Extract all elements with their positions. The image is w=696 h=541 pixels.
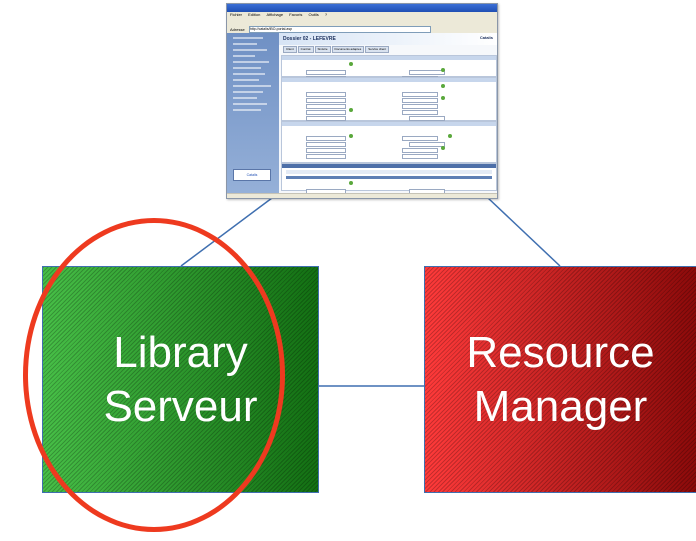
form-section-contact	[281, 77, 497, 121]
menu-item-favorites: Favoris	[289, 12, 303, 17]
address-field: http://catalis/IBO-portal.asp	[248, 26, 431, 34]
library-serveur-label: Library Serveur	[103, 327, 258, 431]
menu-item-tools: Outils	[308, 12, 319, 17]
address-label: Adresse	[230, 27, 245, 32]
library-serveur-box: Library Serveur	[42, 266, 319, 493]
menu-item-file: Fichier	[230, 12, 243, 17]
app-sidebar: Catalis	[227, 33, 279, 193]
application-screenshot: Catalis - Edition du client - Microsoft …	[226, 3, 498, 199]
tab-service: Service client	[365, 46, 390, 53]
resource-manager-box: Resource Manager	[424, 266, 696, 493]
connector-screenshot-to-library	[180, 197, 273, 267]
tab-contract: Contrat	[297, 46, 314, 53]
sidebar-logo: Catalis	[233, 169, 271, 181]
menu-item-view: Affichage	[266, 12, 284, 17]
tab-claim: Sinistre	[314, 46, 331, 53]
document-title: Dossier 02 - LEFEVRE	[279, 33, 497, 45]
menu-item-help: ?	[324, 12, 328, 17]
tab-client: Client	[283, 46, 297, 53]
form-section-details	[281, 121, 497, 163]
brand-logo: Catalis	[479, 35, 493, 40]
connector-screenshot-to-resource	[487, 197, 561, 267]
address-bar: Adresse http://catalis/IBO-portal.asp	[227, 26, 497, 34]
resource-manager-label: Resource Manager	[466, 327, 655, 431]
tab-documents: Documents adaptes	[331, 46, 365, 53]
menu-item-edit: Edition	[248, 12, 261, 17]
form-section-identity	[281, 55, 497, 81]
browser-statusbar	[227, 193, 497, 198]
form-section-list	[281, 163, 497, 194]
window-titlebar: Catalis - Edition du client - Microsoft …	[227, 4, 497, 18]
menu-bar: Fichier Edition Affichage Favoris Outils…	[227, 12, 497, 18]
